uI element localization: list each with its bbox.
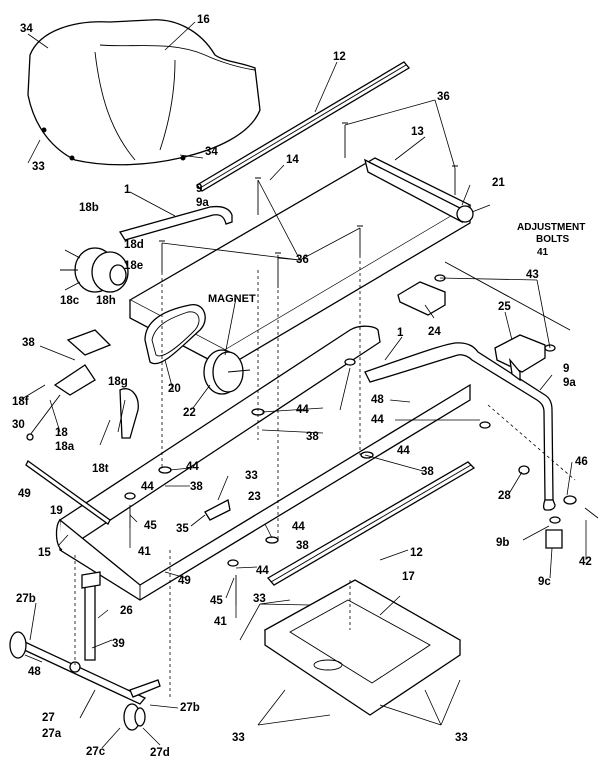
callout-1-lower: 1 <box>397 327 404 339</box>
adjustment-bolts-label-line2: BOLTS <box>536 234 569 245</box>
callout-9b: 9b <box>496 537 509 549</box>
callout-41-left: 41 <box>138 546 151 558</box>
callout-48-right: 48 <box>371 394 384 406</box>
callout-25: 25 <box>498 301 511 313</box>
callout-38-left: 38 <box>22 337 35 349</box>
callout-14: 14 <box>286 154 299 166</box>
callout-41-mid: 41 <box>214 616 227 628</box>
callout-9a-lower: 9a <box>563 377 576 389</box>
callout-9-top: 9 <box>196 183 202 195</box>
callout-1-top: 1 <box>124 184 131 196</box>
top-cover-part <box>27 19 261 166</box>
callout-44-a: 44 <box>296 404 309 416</box>
callout-22: 22 <box>183 407 196 419</box>
callout-18b: 18b <box>79 202 99 214</box>
callout-17: 17 <box>402 571 415 583</box>
callout-33-top-left: 33 <box>32 161 45 173</box>
rubber-strip-top <box>196 61 410 192</box>
handle-upper <box>118 205 233 241</box>
callout-49-mid: 49 <box>178 575 191 587</box>
callout-18: 18 <box>55 427 68 439</box>
callout-33-tray: 33 <box>253 593 266 605</box>
callout-15: 15 <box>38 547 51 559</box>
callout-27a: 27a <box>42 728 62 740</box>
small-bracket <box>204 499 231 521</box>
callout-48-left: 48 <box>28 666 41 678</box>
drive-belt <box>144 304 206 365</box>
callout-16: 16 <box>197 14 210 26</box>
handle-lower <box>364 342 556 511</box>
callout-34-right: 34 <box>205 146 218 158</box>
callout-19: 19 <box>50 505 63 517</box>
callout-42: 42 <box>579 556 592 568</box>
callout-28: 28 <box>498 490 511 502</box>
callout-26: 26 <box>120 605 133 617</box>
callout-39: 39 <box>112 638 125 650</box>
hidden-lines <box>74 255 576 700</box>
motor-assembly <box>60 247 129 293</box>
callout-18c: 18c <box>60 295 80 307</box>
callout-38-d: 38 <box>296 540 309 552</box>
callout-44-d: 44 <box>186 461 199 473</box>
callout-38-c: 38 <box>190 481 203 493</box>
callout-27b-right: 27b <box>180 702 200 714</box>
callout-27d: 27d <box>150 747 170 759</box>
callout-27c: 27c <box>86 746 106 758</box>
callout-36-top: 36 <box>437 91 450 103</box>
callout-27b-left: 27b <box>16 593 36 605</box>
callout-45-left: 45 <box>144 520 157 532</box>
callout-18g: 18g <box>108 376 128 388</box>
callout-49-left: 49 <box>18 488 31 500</box>
callout-24: 24 <box>428 326 441 338</box>
callout-44-g: 44 <box>256 565 269 577</box>
callout-44-f: 44 <box>292 521 305 533</box>
callout-21: 21 <box>492 177 505 189</box>
callout-33-bottom-right: 33 <box>455 732 468 744</box>
callout-18f: 18f <box>12 396 29 408</box>
callout-38-b: 38 <box>421 466 434 478</box>
callout-30: 30 <box>12 419 25 431</box>
debris-tray <box>263 579 462 716</box>
callout-18d: 18d <box>124 239 144 251</box>
rubber-strip-lower <box>266 461 476 586</box>
callout-12-top: 12 <box>333 51 346 63</box>
callout-34-top: 34 <box>20 23 33 35</box>
callout-33-bottom-left: 33 <box>232 732 245 744</box>
adjustment-bolts-label-line1: ADJUSTMENT <box>517 222 585 233</box>
callout-41-adj: 41 <box>537 247 549 258</box>
bumper-blocks <box>397 281 546 382</box>
callout-9-lower: 9 <box>563 363 569 375</box>
bolts <box>129 122 599 605</box>
leader-lines <box>19 21 587 749</box>
callout-20: 20 <box>168 383 181 395</box>
callout-36-mid: 36 <box>296 254 309 266</box>
callout-18t: 18t <box>92 463 109 475</box>
callout-38-a: 38 <box>306 431 319 443</box>
callout-13: 13 <box>411 126 424 138</box>
callout-18e: 18e <box>124 260 143 272</box>
callout-18h: 18h <box>96 295 116 307</box>
callout-9c: 9c <box>538 576 551 588</box>
rod-part <box>25 460 111 525</box>
callout-33-mid: 33 <box>245 470 258 482</box>
callout-9a-top: 9a <box>196 197 209 209</box>
magnet-label: MAGNET <box>208 293 256 305</box>
wheel-axle <box>9 571 161 731</box>
main-frame <box>55 325 471 601</box>
callout-45-mid: 45 <box>210 595 223 607</box>
callout-44-e: 44 <box>141 481 154 493</box>
callout-27: 27 <box>42 712 55 724</box>
callout-23: 23 <box>248 491 261 503</box>
callout-44-c: 44 <box>397 445 410 457</box>
callout-46: 46 <box>575 456 588 468</box>
callout-18a: 18a <box>55 441 75 453</box>
callout-44-b: 44 <box>371 414 384 426</box>
callout-35: 35 <box>176 523 189 535</box>
callout-12-lower: 12 <box>410 547 423 559</box>
magnet-pulley <box>203 349 251 395</box>
callout-43: 43 <box>526 269 539 281</box>
